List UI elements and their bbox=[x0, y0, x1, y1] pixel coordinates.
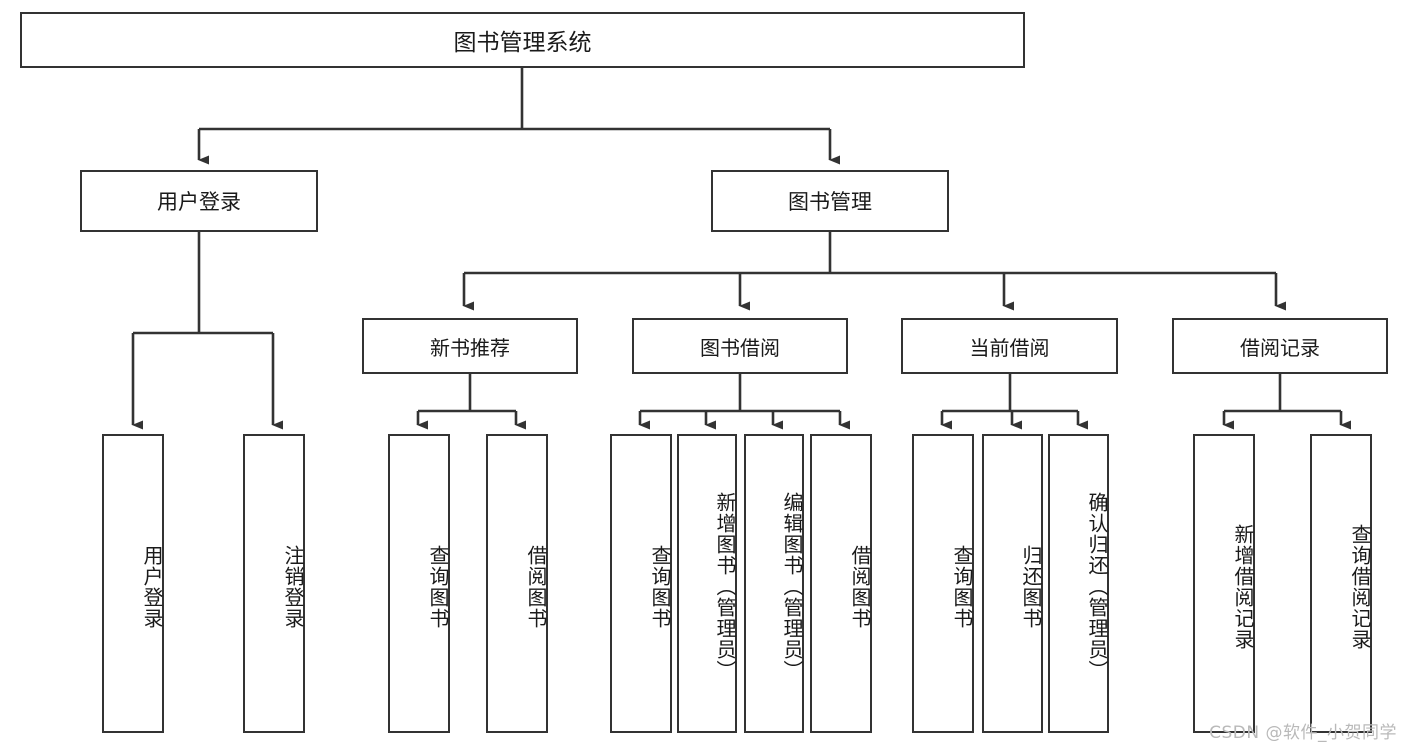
leaf-logout[interactable]: 注销登录 bbox=[243, 434, 305, 733]
node-label: 查询借阅记录 bbox=[1348, 523, 1372, 650]
node-root-book-management-system[interactable]: 图书管理系统 bbox=[20, 12, 1025, 68]
node-label: 确认归还（管理员） bbox=[1085, 492, 1109, 681]
leaf-query-book-borrow[interactable]: 查询图书 bbox=[610, 434, 672, 733]
watermark-text: CSDN @软件_小贺同学 bbox=[1209, 723, 1397, 743]
node-label: 查询图书 bbox=[426, 544, 450, 629]
node-label: 用户登录 bbox=[140, 544, 164, 629]
node-label: 用户登录 bbox=[157, 190, 241, 214]
node-label: 图书管理系统 bbox=[453, 30, 592, 56]
leaf-query-book-current[interactable]: 查询图书 bbox=[912, 434, 974, 733]
node-label: 新增图书（管理员） bbox=[713, 492, 737, 681]
node-label: 归还图书 bbox=[1019, 544, 1043, 629]
node-label: 编辑图书（管理员） bbox=[780, 492, 804, 681]
leaf-confirm-return-admin[interactable]: 确认归还（管理员） bbox=[1048, 434, 1109, 733]
node-label: 图书管理 bbox=[788, 190, 872, 214]
node-label: 新增借阅记录 bbox=[1231, 523, 1255, 650]
leaf-edit-book-admin[interactable]: 编辑图书（管理员） bbox=[744, 434, 804, 733]
node-book-borrow[interactable]: 图书借阅 bbox=[632, 318, 848, 374]
leaf-user-login[interactable]: 用户登录 bbox=[102, 434, 164, 733]
leaf-borrow-book[interactable]: 借阅图书 bbox=[810, 434, 872, 733]
node-label: 新书推荐 bbox=[430, 335, 510, 360]
node-label: 借阅图书 bbox=[524, 544, 548, 629]
node-label: 借阅记录 bbox=[1240, 335, 1320, 360]
node-current-borrow[interactable]: 当前借阅 bbox=[901, 318, 1118, 374]
node-label: 查询图书 bbox=[950, 544, 974, 629]
node-label: 查询图书 bbox=[648, 544, 672, 629]
node-book-management[interactable]: 图书管理 bbox=[711, 170, 949, 232]
node-user-login[interactable]: 用户登录 bbox=[80, 170, 318, 232]
node-new-book-recommend[interactable]: 新书推荐 bbox=[362, 318, 578, 374]
node-label: 注销登录 bbox=[281, 544, 305, 629]
leaf-add-borrow-record[interactable]: 新增借阅记录 bbox=[1193, 434, 1255, 733]
node-label: 借阅图书 bbox=[848, 544, 872, 629]
node-label: 图书借阅 bbox=[700, 335, 780, 360]
leaf-query-book-recommend[interactable]: 查询图书 bbox=[388, 434, 450, 733]
leaf-add-book-admin[interactable]: 新增图书（管理员） bbox=[677, 434, 737, 733]
node-borrow-record[interactable]: 借阅记录 bbox=[1172, 318, 1388, 374]
leaf-return-book[interactable]: 归还图书 bbox=[982, 434, 1043, 733]
node-label: 当前借阅 bbox=[969, 335, 1050, 360]
leaf-query-borrow-record[interactable]: 查询借阅记录 bbox=[1310, 434, 1372, 733]
leaf-borrow-book-recommend[interactable]: 借阅图书 bbox=[486, 434, 548, 733]
